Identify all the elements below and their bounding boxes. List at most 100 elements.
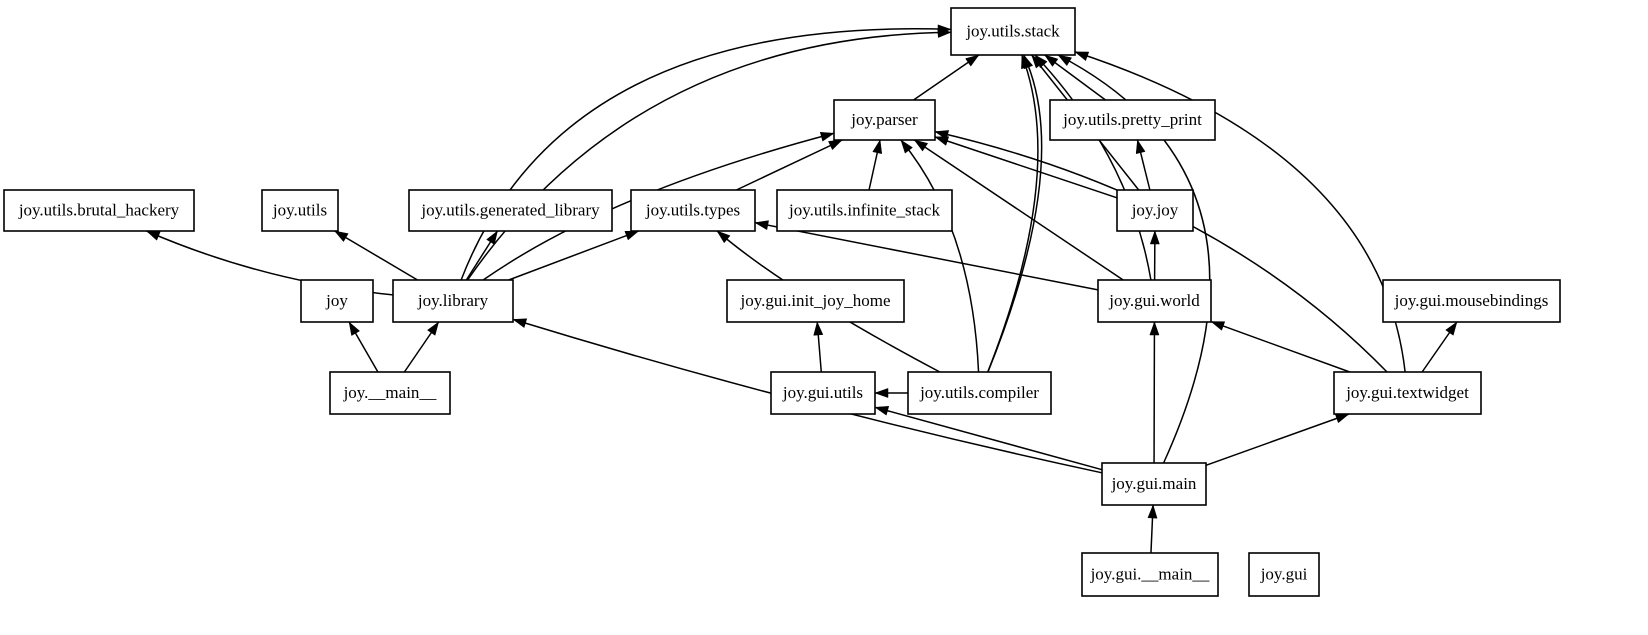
node-label: joy.parser: [850, 110, 918, 129]
edge-arrowhead: [716, 230, 731, 244]
node-box[interactable]: [408, 189, 613, 232]
node-label: joy.gui: [1260, 564, 1308, 583]
node-label: joy.gui.utils: [782, 383, 863, 402]
edge-joy-gui-utils-to-joy-gui-init-joy-home: [813, 321, 824, 373]
node-box[interactable]: [329, 371, 451, 415]
node-box[interactable]: [1248, 552, 1320, 597]
node-label: joy.utils.compiler: [919, 383, 1039, 402]
edge-joy-joy-to-joy-utils-pretty-print: [1135, 139, 1151, 191]
edge-line: [913, 139, 1124, 281]
node-box[interactable]: [1382, 279, 1561, 323]
edge-arrowhead: [965, 54, 980, 67]
node-joy-library[interactable]: joy.library: [392, 279, 514, 323]
edge-joy-utils-compiler-to-joy-utils-stack: [987, 54, 1043, 373]
node-joy-utils-pretty-print[interactable]: joy.utils.pretty_print: [1049, 99, 1216, 141]
edge-joy-parser-to-joy-utils-stack: [913, 54, 980, 101]
edge-joy-gui-textwidget-to-joy-parser: [934, 130, 1388, 373]
node-joy-joy[interactable]: joy.joy: [1116, 189, 1194, 232]
node-box[interactable]: [833, 99, 936, 141]
node-box[interactable]: [1081, 552, 1219, 597]
node-box[interactable]: [1097, 279, 1212, 323]
node-joy-gui-textwidget[interactable]: joy.gui.textwidget: [1333, 371, 1482, 415]
node-box[interactable]: [1101, 462, 1207, 506]
edge-joy-main-to-joy-library: [403, 321, 440, 373]
edge-arrowhead: [1074, 51, 1090, 62]
edge-arrowhead: [624, 230, 640, 241]
node-joy-main[interactable]: joy.__main__: [329, 371, 451, 415]
edge-line: [934, 136, 1118, 199]
edge-line: [934, 130, 1388, 373]
node-label: joy.utils.stack: [965, 21, 1060, 40]
edge-arrowhead: [874, 388, 889, 398]
edge-joy-gui-world-to-joy-joy: [1149, 230, 1160, 281]
node-label: joy.gui.world: [1108, 291, 1200, 310]
node-joy-utils-generated-library[interactable]: joy.utils.generated_library: [408, 189, 613, 232]
node-label: joy.utils: [272, 200, 327, 219]
node-joy-gui-main[interactable]: joy.gui.__main__: [1081, 552, 1219, 597]
node-box[interactable]: [776, 189, 953, 232]
edge-line: [508, 230, 639, 281]
edge-arrowhead: [1147, 504, 1158, 519]
node-box[interactable]: [907, 371, 1052, 415]
edge-arrowhead: [486, 230, 498, 245]
node-box[interactable]: [392, 279, 514, 323]
edge-arrowhead: [1135, 139, 1146, 155]
edge-arrowhead: [828, 139, 843, 151]
node-label: joy.gui.init_joy_home: [739, 291, 890, 310]
node-label: joy.utils.types: [645, 200, 740, 219]
node-box[interactable]: [950, 7, 1076, 56]
node-box[interactable]: [3, 189, 195, 232]
node-joy-utils-brutal-hackery[interactable]: joy.utils.brutal_hackery: [3, 189, 195, 232]
node-joy-gui-mousebindings[interactable]: joy.gui.mousebindings: [1382, 279, 1561, 323]
node-joy-parser[interactable]: joy.parser: [833, 99, 936, 141]
edge-joy-utils-compiler-to-joy-gui-utils: [874, 388, 908, 398]
edge-joy-utils-infinite-stack-to-joy-parser: [868, 139, 883, 191]
edge-line: [1034, 54, 1152, 281]
node-joy-gui-utils[interactable]: joy.gui.utils: [770, 371, 876, 415]
edge-arrowhead: [937, 28, 952, 38]
node-box[interactable]: [300, 279, 374, 323]
node-joy-gui[interactable]: joy.gui: [1248, 552, 1320, 597]
node-label: joy.utils.pretty_print: [1062, 110, 1202, 129]
edge-line: [1057, 54, 1211, 464]
edge-joy-gui-main-to-joy-gui-world: [1149, 321, 1160, 464]
edge-joy-utils-pretty-print-to-joy-utils-stack: [1044, 54, 1106, 101]
node-joy-gui-init-joy-home[interactable]: joy.gui.init_joy_home: [726, 279, 905, 323]
node-label: joy.utils.brutal_hackery: [18, 200, 180, 219]
node-joy-utils-infinite-stack[interactable]: joy.utils.infinite_stack: [776, 189, 953, 232]
node-joy-gui-main[interactable]: joy.gui.main: [1101, 462, 1207, 506]
node-label: joy.gui.mousebindings: [1394, 291, 1549, 310]
edge-arrowhead: [427, 321, 440, 336]
edge-arrowhead: [754, 220, 769, 231]
edge-joy-utils-compiler-to-joy-utils-stack: [987, 54, 1039, 373]
node-joy[interactable]: joy: [300, 279, 374, 323]
node-box[interactable]: [1116, 189, 1194, 232]
edge-joy-gui-main-to-joy-gui-textwidget: [1205, 413, 1350, 467]
edge-joy-gui-main-to-joy-utils-stack: [1057, 54, 1211, 464]
node-label: joy.utils.generated_library: [420, 200, 600, 219]
edge-arrowhead: [145, 230, 161, 241]
node-box[interactable]: [1333, 371, 1482, 415]
edge-arrowhead: [819, 132, 835, 142]
node-box[interactable]: [261, 189, 339, 232]
node-joy-utils[interactable]: joy.utils: [261, 189, 339, 232]
node-joy-gui-world[interactable]: joy.gui.world: [1097, 279, 1212, 323]
node-joy-utils-compiler[interactable]: joy.utils.compiler: [907, 371, 1052, 415]
edge-arrowhead: [900, 139, 913, 154]
edge-arrowhead: [1149, 230, 1160, 245]
node-box[interactable]: [630, 189, 756, 232]
node-label: joy.joy: [1131, 200, 1179, 219]
edge-arrowhead: [334, 230, 349, 243]
node-joy-utils-types[interactable]: joy.utils.types: [630, 189, 756, 232]
node-label: joy.gui.__main__: [1090, 564, 1210, 583]
node-joy-utils-stack[interactable]: joy.utils.stack: [950, 7, 1076, 56]
node-box[interactable]: [726, 279, 905, 323]
edge-line: [334, 230, 418, 281]
node-label: joy.__main__: [343, 383, 437, 402]
node-box[interactable]: [770, 371, 876, 415]
edge-arrowhead: [913, 139, 929, 152]
node-box[interactable]: [1049, 99, 1216, 141]
edge-joy-gui-main-to-joy-gui-main: [1147, 504, 1158, 554]
